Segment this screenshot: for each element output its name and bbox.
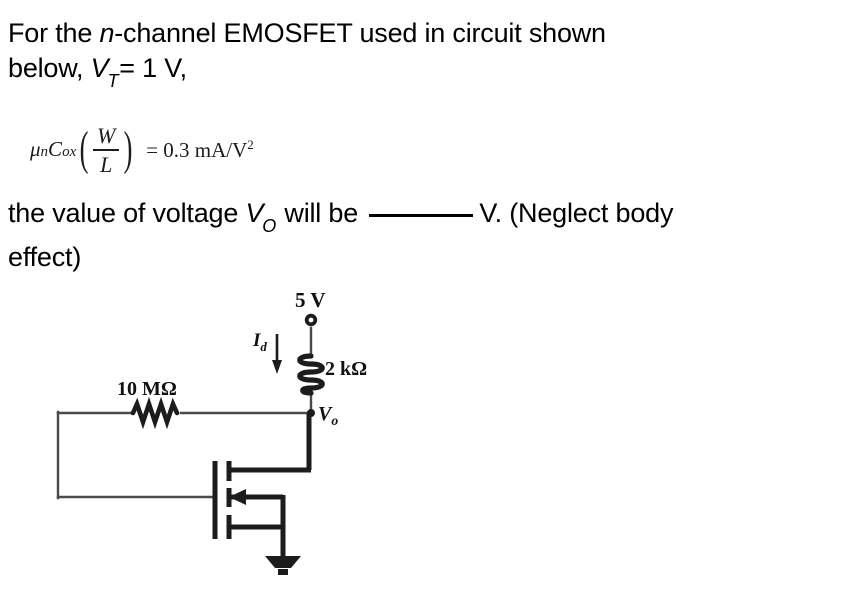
question-line-1: For the n-channel EMOSFET used in circui… [8,16,860,51]
fraction-numerator-w: W [97,123,116,148]
supply-terminal-inner [308,317,314,323]
formula-value: = 0.3 mA/V [146,137,248,162]
output-voltage-symbol: V [245,198,264,228]
question-line-2-part-a: below, [8,53,91,83]
drain-current-label: Id [253,330,267,355]
mu-symbol: μ [30,137,41,162]
cox-symbol: C [48,137,63,162]
question-line-3-part-a: the value of voltage [8,198,246,228]
drain-current-arrow [272,334,282,374]
transconductance-formula: μnCox ( W L ) = 0.3 mA/V2 [30,124,254,176]
cox-subscript: ox [62,144,77,161]
question-text-block: For the n-channel EMOSFET used in circui… [8,16,860,95]
question-text-block-continued: the value of voltage VO will be V. (Negl… [8,196,860,275]
question-line-3-part-b: will be [277,198,366,228]
fraction-bar [93,149,120,151]
formula-exponent: 2 [247,136,254,152]
supply-voltage-label: 5 V [295,288,326,312]
question-line-2-part-b: = 1 V, [119,53,187,83]
gate-resistor-symbol [130,396,180,430]
formula-right-side: = 0.3 mA/V2 [146,137,254,163]
question-line-1-part-a: For the [8,18,100,48]
supply-terminal-outer [304,313,318,327]
output-voltage-subscript: O [262,216,277,237]
threshold-voltage-subscript: T [107,71,119,92]
output-voltage-label-symbol: V [318,403,332,425]
question-line-1-n-italic: n [99,18,115,48]
width-length-fraction: W L [93,123,120,177]
drain-resistor-label: 2 kΩ [325,358,368,380]
ground-symbol [265,556,301,575]
question-line-3: the value of voltage VO will be V. (Negl… [8,196,860,240]
question-line-2: below, VT= 1 V, [8,51,860,95]
output-voltage-label-subscript: o [331,413,339,428]
question-line-4: effect) [8,242,82,273]
question-line-1-part-b: -channel EMOSFET used in circuit shown [114,18,606,48]
drain-resistor-symbol [297,353,325,396]
gate-resistor-label: 10 MΩ [117,378,177,400]
mu-subscript: n [40,144,49,161]
fraction-denominator-l: L [100,151,113,177]
drain-current-subscript: d [260,338,267,354]
drain-current-symbol: I [253,330,261,351]
mosfet-body-arrow [229,489,246,505]
answer-blank[interactable] [369,214,474,217]
paren-open: ( [79,122,89,176]
question-line-3-part-c: V. (Neglect body [479,198,674,228]
paren-close: ) [123,122,133,176]
threshold-voltage-symbol: V [90,53,109,83]
output-node-dot [307,409,315,417]
formula-left-side: μnCox [30,137,76,162]
output-voltage-label: Vo [318,403,338,429]
